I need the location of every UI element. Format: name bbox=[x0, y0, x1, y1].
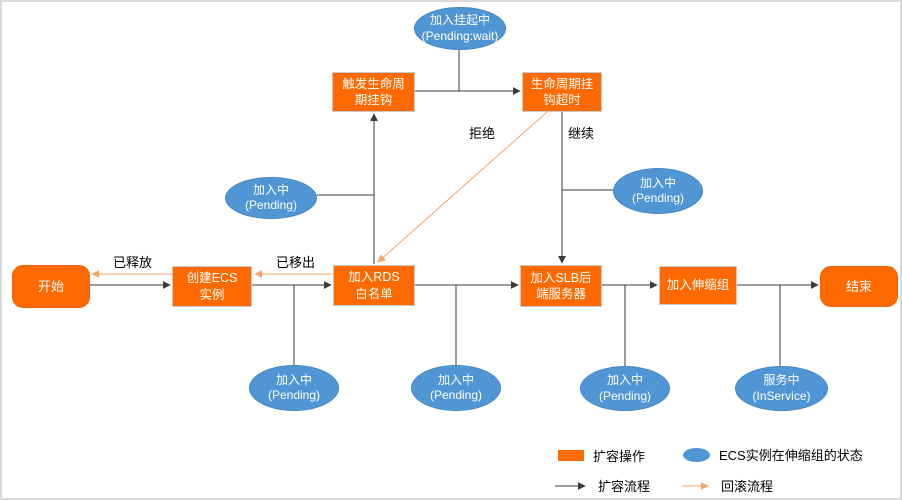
node-slb-backend: 加入SLB后 端服务器 bbox=[520, 265, 602, 307]
node-end: 结束 bbox=[820, 266, 898, 307]
legend-flow-arrow-icon bbox=[555, 481, 586, 490]
node-rds-whitelist: 加入RDS 白名单 bbox=[333, 265, 415, 306]
edge-label-continue: 继续 bbox=[568, 126, 595, 141]
node-create-ecs: 创建ECS 实例 bbox=[172, 266, 252, 307]
edge-label-reject: 拒绝 bbox=[469, 126, 496, 141]
legend-flow-label: 扩容流程 bbox=[598, 479, 651, 494]
legend-state-swatch bbox=[683, 447, 710, 462]
node-trigger-lifecycle-hook: 触发生命周 期挂钩 bbox=[332, 72, 415, 112]
legend-operation: 扩容操作 bbox=[558, 446, 645, 465]
state-pending-create: 加入中 (Pending) bbox=[249, 365, 339, 411]
state-pending-slb: 加入中 (Pending) bbox=[580, 366, 670, 411]
legend-rollback-arrow-icon bbox=[682, 481, 709, 490]
state-pending-hook: 加入中 (Pending) bbox=[225, 177, 317, 219]
state-inservice: 服务中 (InService) bbox=[735, 366, 828, 411]
legend-flow: 扩容流程 bbox=[555, 476, 650, 495]
legend-rollback-label: 回滚流程 bbox=[721, 479, 774, 494]
node-lifecycle-hook-timeout: 生命周期挂 钩超时 bbox=[522, 72, 602, 112]
edge-label-released: 已释放 bbox=[113, 255, 153, 270]
legend-operation-swatch bbox=[558, 450, 584, 461]
node-start: 开始 bbox=[12, 265, 90, 308]
legend-rollback: 回滚流程 bbox=[682, 476, 773, 495]
state-pending-wait: 加入挂起中 (Pending:wait) bbox=[414, 7, 506, 50]
state-pending-rds: 加入中 (Pending) bbox=[411, 365, 501, 411]
legend-operation-label: 扩容操作 bbox=[593, 449, 646, 464]
state-pending-timeout: 加入中 (Pending) bbox=[613, 168, 703, 214]
legend-state-label: ECS实例在伸缩组的状态 bbox=[719, 448, 863, 463]
legend-state: ECS实例在伸缩组的状态 bbox=[683, 445, 863, 464]
edge-label-removed: 已移出 bbox=[276, 255, 316, 270]
scaling-flow-arrows bbox=[90, 50, 819, 367]
node-scaling-group: 加入伸缩组 bbox=[659, 266, 737, 305]
